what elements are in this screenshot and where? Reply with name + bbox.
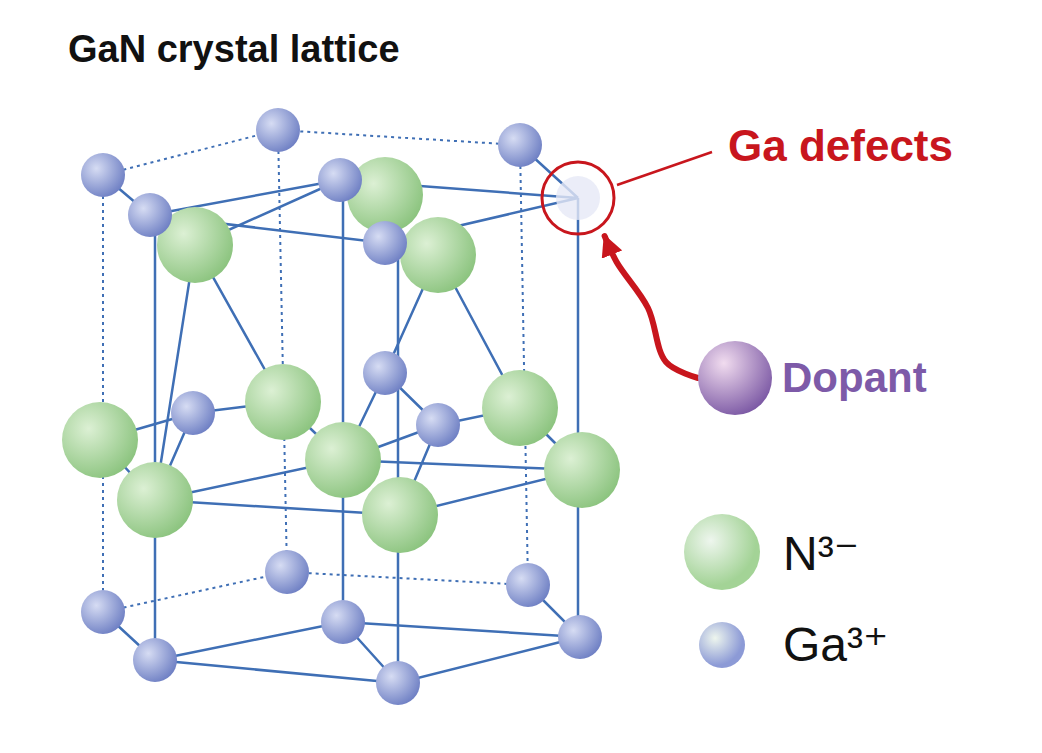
defect-ring: Ga defects	[540, 160, 616, 236]
leader-line	[617, 152, 712, 185]
insertion-arrow	[605, 236, 698, 378]
lattice-dotted-edges	[103, 130, 528, 612]
title: GaN crystal lattice	[68, 30, 400, 68]
gallium-atoms	[81, 108, 602, 705]
legend-label: N³⁻	[783, 530, 859, 578]
dopant-sphere: Dopant	[698, 341, 772, 415]
dopant-sphere-shape	[698, 341, 772, 415]
lattice-bonds	[100, 145, 582, 683]
defect-ring-circle	[542, 162, 614, 234]
dopant-label: Dopant	[782, 357, 927, 399]
callout-label: Ga defects	[728, 124, 953, 168]
defect-ring-outline	[540, 160, 616, 236]
dopant-atom	[698, 341, 772, 415]
legend-swatch	[684, 514, 760, 590]
legend-label: Ga³⁺	[783, 621, 888, 669]
nitrogen-atoms	[62, 157, 620, 553]
legend-swatch	[699, 622, 745, 668]
vacancy-ghost	[556, 176, 600, 220]
